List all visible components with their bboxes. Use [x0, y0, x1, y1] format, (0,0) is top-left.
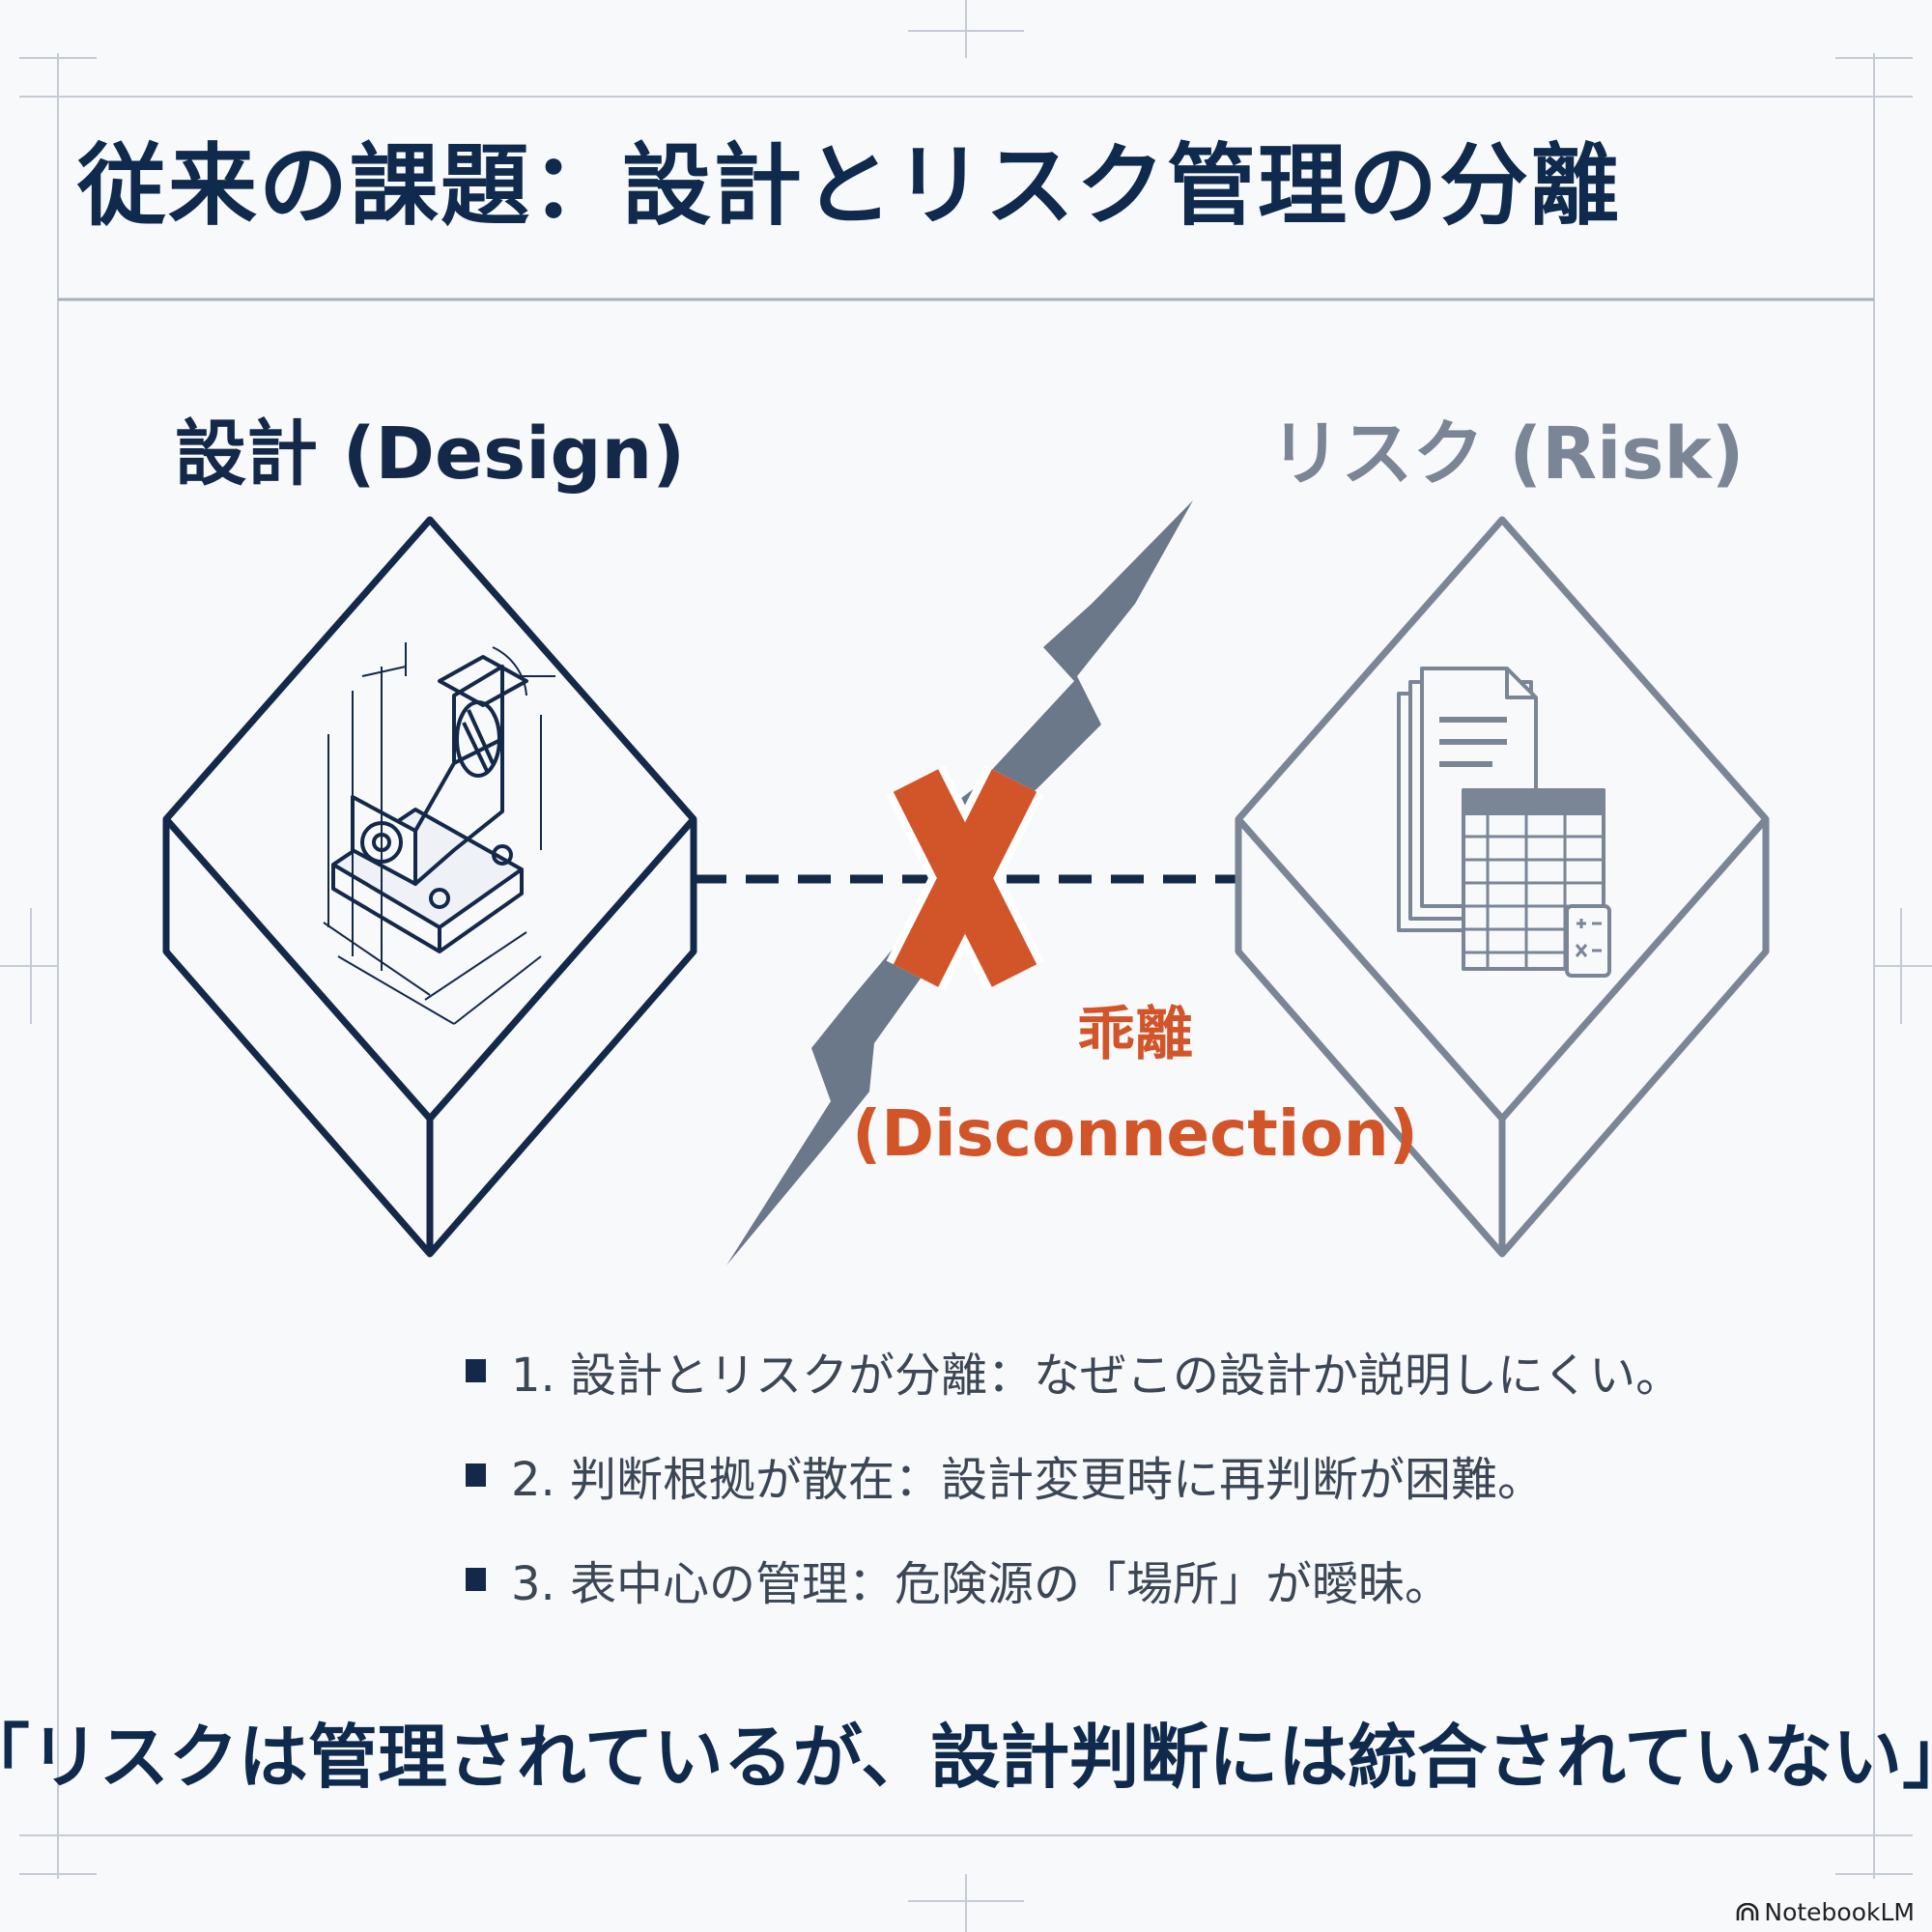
list-item: 2. 判断根拠が散在：設計変更時に再判断が困難。 [466, 1423, 1682, 1527]
design-box [162, 516, 697, 1258]
list-item-text: 3. 表中心の管理：危険源の「場所」が曖昧。 [511, 1557, 1452, 1611]
list-item-text: 1. 設計とリスクが分離：なぜこの設計か説明しにくい。 [511, 1349, 1683, 1403]
notebooklm-logo-icon [1737, 1902, 1759, 1920]
brand-name: NotebookLM [1764, 1898, 1915, 1926]
bullet-square-icon [466, 1568, 486, 1591]
design-label: 設計 (Design) [174, 412, 686, 496]
list-item-text: 2. 判断根拠が散在：設計変更時に再判断が困難。 [511, 1453, 1545, 1507]
issue-list: 1. 設計とリスクが分離：なぜこの設計か説明しにくい。 2. 判断根拠が散在：設… [466, 1319, 1682, 1632]
page-title: 従来の課題：設計とリスク管理の分離 [77, 134, 1622, 238]
risk-box [1235, 516, 1770, 1258]
disconnection-label-en: (Disconnection) [852, 1096, 1418, 1171]
conclusion-quote: 「リスクは管理されているが、設計判断には統合されていない」 [0, 1717, 1932, 1798]
bullet-square-icon [466, 1359, 486, 1382]
risk-label: リスク (Risk) [1269, 412, 1745, 496]
documents-spreadsheet-icon [1397, 667, 1611, 978]
bullet-square-icon [466, 1463, 486, 1487]
brand-watermark: NotebookLM [1736, 1898, 1915, 1926]
disconnection-label-ja: 乖離 [1077, 1001, 1193, 1068]
cross-mark-icon [886, 765, 1044, 991]
mechanical-drawing-icon [323, 642, 555, 1025]
list-item: 1. 設計とリスクが分離：なぜこの設計か説明しにくい。 [466, 1319, 1682, 1423]
list-item: 3. 表中心の管理：危険源の「場所」が曖昧。 [466, 1527, 1682, 1632]
